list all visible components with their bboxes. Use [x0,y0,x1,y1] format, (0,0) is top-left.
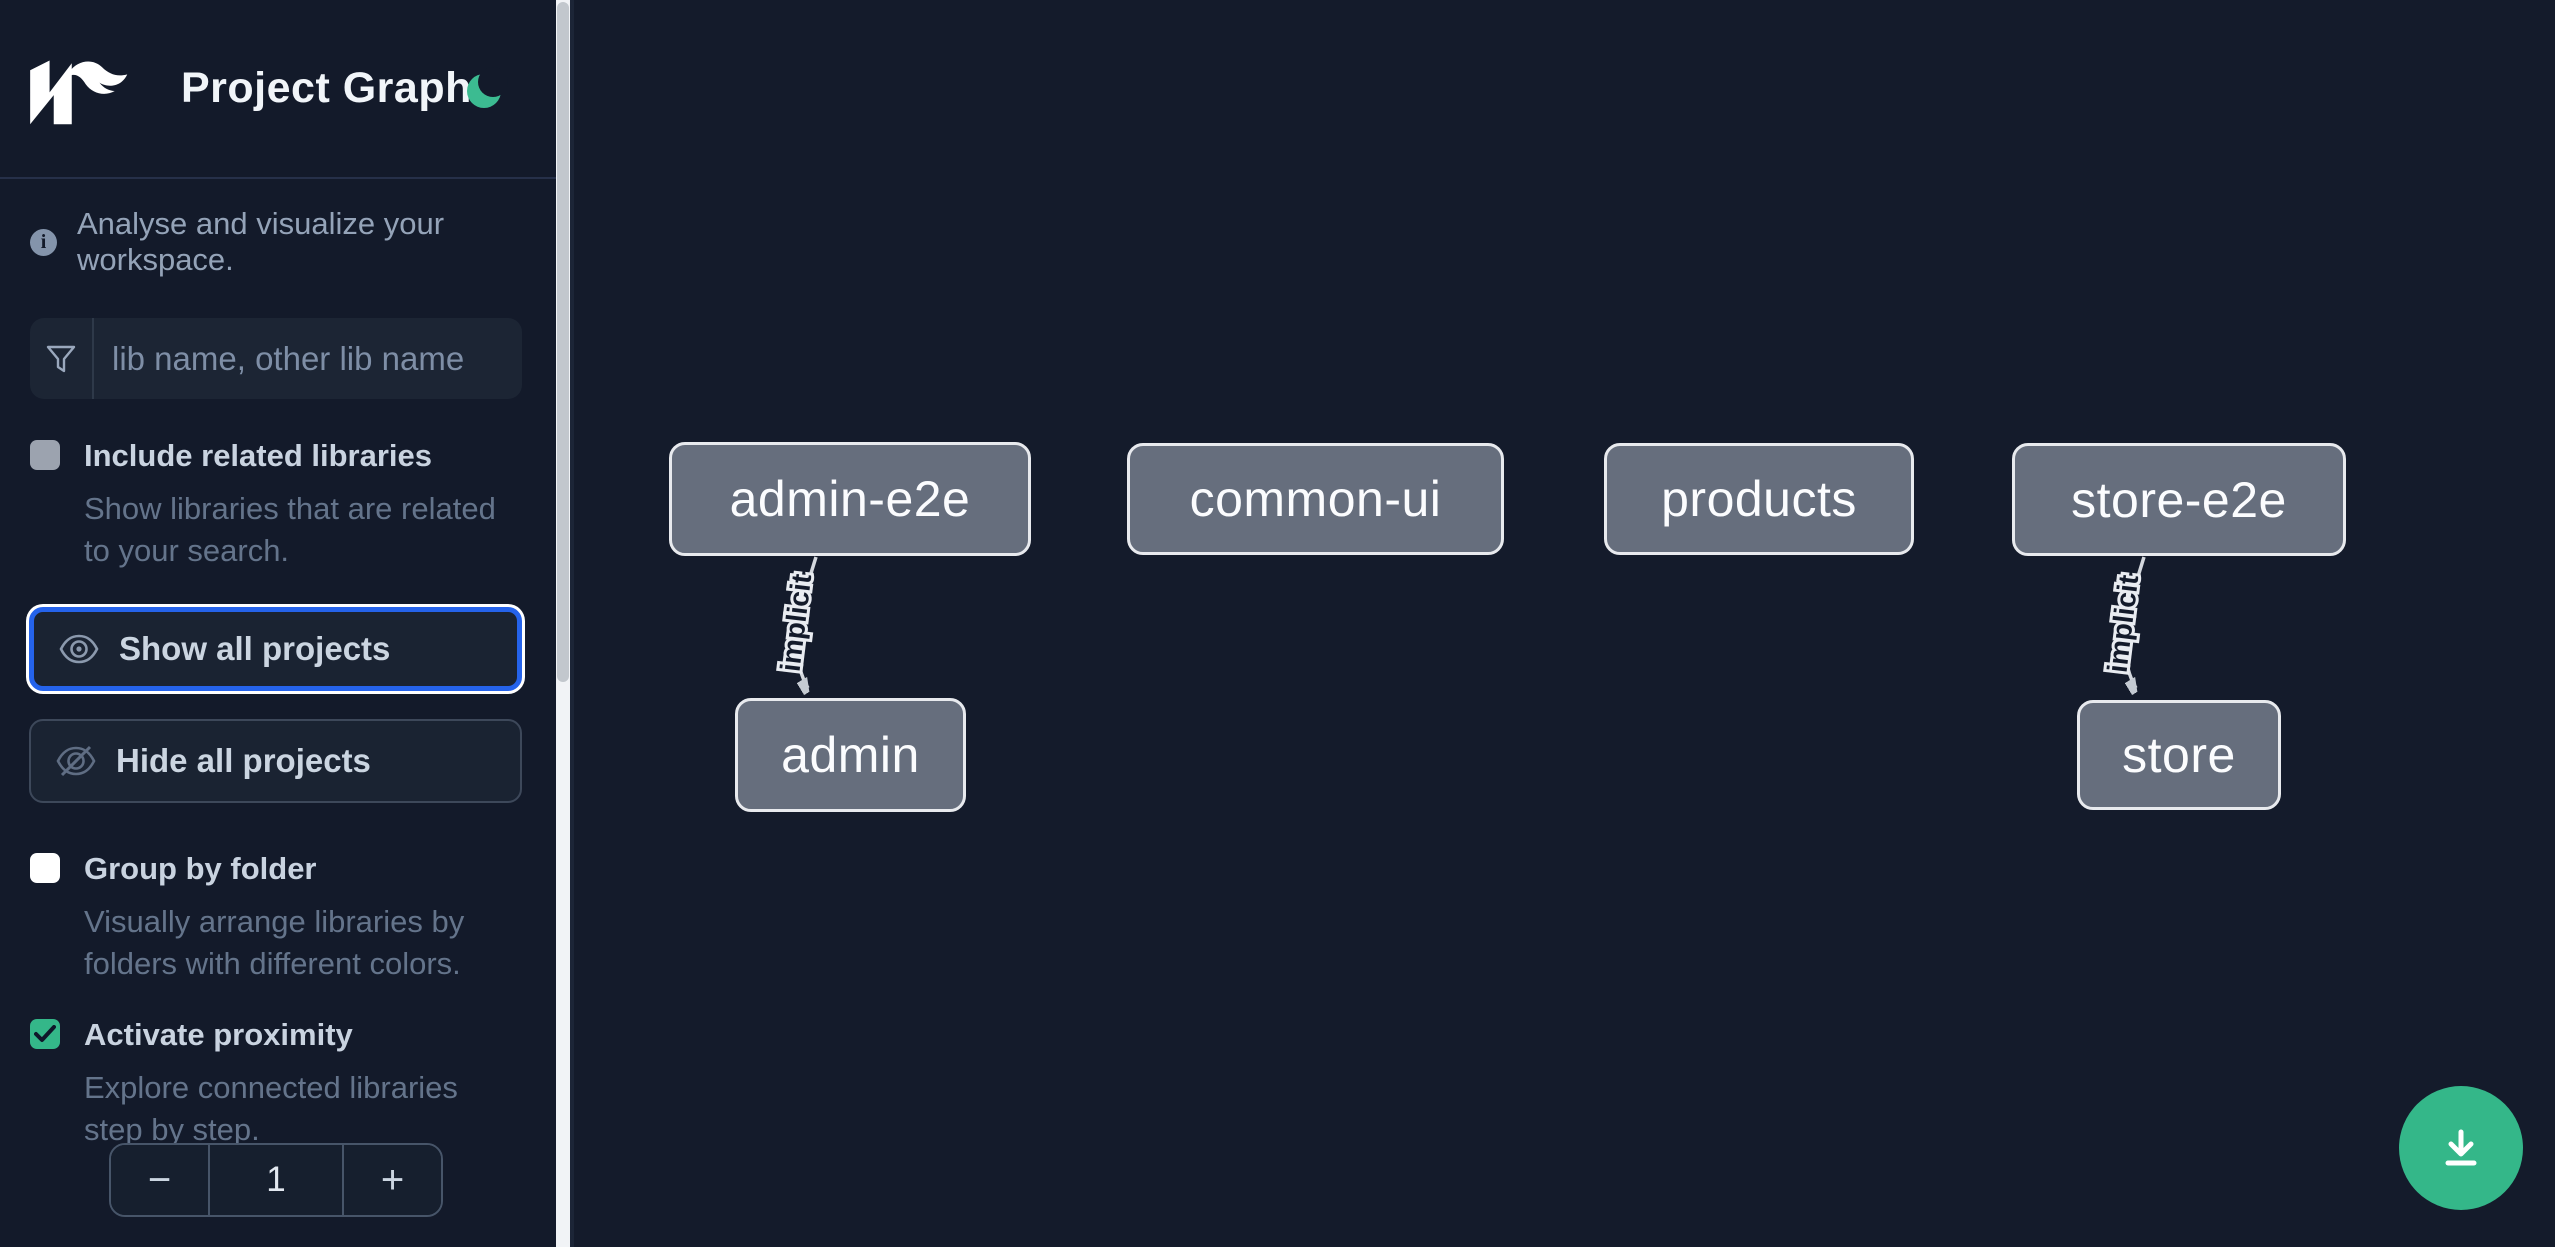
graph-node-products[interactable]: products [1604,443,1914,555]
toggle-include-related: Include related libraries Show libraries… [30,438,530,572]
filter-icon-segment [30,318,94,399]
group-by-folder-description: Visually arrange libraries by folders wi… [84,904,465,981]
nx-logo [26,52,130,130]
depth-value[interactable]: 1 [208,1145,344,1215]
show-all-projects-label: Show all projects [119,630,391,667]
decrement-button[interactable]: − [111,1145,208,1215]
activate-proximity-checkbox[interactable] [30,1019,60,1049]
include-related-checkbox[interactable] [30,440,60,470]
group-by-folder-checkbox[interactable] [30,853,60,883]
info-icon: i [30,228,57,256]
proximity-depth-stepper: − 1 + [109,1143,443,1217]
graph-node-store[interactable]: store [2077,700,2281,810]
sidebar-scrollbar-thumb[interactable] [557,2,569,682]
toggle-group-by-folder: Group by folder Visually arrange librari… [30,851,530,985]
group-by-folder-label: Group by folder [84,851,317,886]
edge-store-e2e-to-store [2123,556,2146,688]
dark-mode-toggle[interactable] [462,66,510,114]
show-all-projects-button[interactable]: Show all projects [29,607,522,691]
include-related-label: Include related libraries [84,438,433,473]
activate-proximity-description: Explore connected libraries step by step… [84,1070,458,1147]
hide-all-projects-button[interactable]: Hide all projects [29,719,522,803]
edge-label-implicit: implicit [2102,573,2145,674]
download-icon [2445,1129,2477,1166]
include-related-description: Show libraries that are related to your … [84,491,496,568]
page-title: Project Graph [181,64,472,112]
graph-edges: implicit implicit [772,556,2147,1247]
filter-search [30,318,522,399]
sidebar-scrollbar-track [556,0,570,1247]
eye-off-icon [56,745,96,777]
increment-button[interactable]: + [344,1145,441,1215]
graph-node-admin[interactable]: admin [735,698,966,812]
download-image-button[interactable] [2399,1086,2523,1210]
hide-all-projects-label: Hide all projects [116,742,371,779]
workspace-info: i Analyse and visualize your workspace. [30,206,530,278]
check-icon [34,1025,56,1042]
graph-node-common-ui[interactable]: common-ui [1127,443,1504,555]
graph-node-store-e2e[interactable]: store-e2e [2012,443,2346,556]
funnel-icon [46,345,76,372]
toggle-activate-proximity: Activate proximity Explore connected lib… [30,1017,530,1151]
search-input[interactable] [94,318,522,399]
edge-label-implicit: implicit [775,572,818,673]
graph-canvas[interactable]: implicit implicit admin-e2e common-ui pr… [570,0,2555,1247]
activate-proximity-label: Activate proximity [84,1017,353,1052]
info-text: Analyse and visualize your workspace. [77,206,445,277]
moon-icon [467,67,508,108]
graph-node-admin-e2e[interactable]: admin-e2e [669,442,1031,556]
sidebar: Project Graph i Analyse and visualize yo… [0,0,570,1247]
header-divider [0,177,556,179]
edge-admin-e2e-to-admin [795,556,818,688]
eye-icon [59,634,99,664]
